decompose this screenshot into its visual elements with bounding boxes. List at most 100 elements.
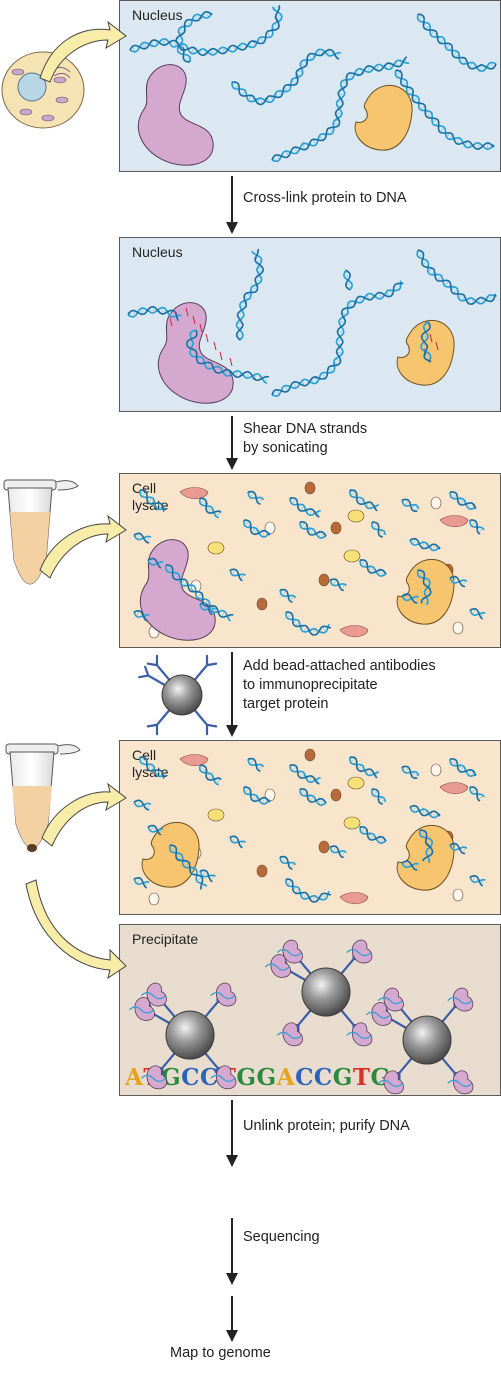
dna-base-pair bbox=[405, 860, 408, 868]
dna-strand bbox=[418, 829, 434, 864]
dna-base-pair bbox=[171, 311, 175, 317]
nucleus-label-2: Nucleus bbox=[132, 244, 183, 260]
dna-backbone bbox=[243, 786, 271, 805]
dna-backbone bbox=[420, 321, 432, 363]
dna-strand bbox=[401, 860, 420, 871]
dna-base-pair bbox=[199, 766, 206, 771]
dna-fragment bbox=[365, 1011, 391, 1019]
dna-base-pair bbox=[357, 497, 362, 503]
dna-strand bbox=[243, 786, 271, 805]
dna-backbone bbox=[371, 788, 383, 805]
dna-backbone bbox=[147, 557, 162, 569]
target-protein bbox=[137, 64, 214, 166]
dna-backbone bbox=[133, 799, 150, 811]
dna-base-pair bbox=[249, 759, 255, 765]
captured-protein bbox=[352, 939, 373, 964]
captured-protein bbox=[146, 1065, 167, 1090]
sequence-base: T bbox=[352, 1064, 371, 1091]
organelle bbox=[41, 114, 55, 122]
tube-liquid bbox=[10, 512, 50, 584]
dna-base-pair bbox=[395, 61, 399, 67]
dna-strand bbox=[129, 4, 283, 57]
dna-base-pair bbox=[424, 24, 431, 30]
dna-backbone bbox=[229, 836, 247, 844]
dna-strand bbox=[229, 835, 247, 849]
dna-base-pair bbox=[312, 139, 317, 145]
dna-base-pair bbox=[388, 63, 392, 69]
captured-protein bbox=[216, 982, 237, 1007]
dna-base-pair bbox=[215, 777, 219, 784]
dna-backbone bbox=[133, 801, 152, 808]
dna-backbone bbox=[169, 844, 204, 890]
dna-base-pair bbox=[412, 96, 419, 102]
dna-base-pair bbox=[380, 799, 386, 804]
dna-backbone bbox=[449, 577, 468, 584]
dna-base-pair bbox=[450, 492, 456, 498]
other-protein bbox=[339, 625, 369, 638]
dna-base-pair bbox=[144, 42, 147, 49]
dna-backbone bbox=[279, 856, 297, 866]
dna-base-pair bbox=[170, 846, 176, 852]
dna-base-pair bbox=[341, 81, 348, 85]
dna-base-pair bbox=[341, 584, 346, 591]
dna-base-pair bbox=[309, 508, 312, 516]
dna-base-pair bbox=[445, 43, 451, 49]
antibody-arm bbox=[200, 716, 218, 736]
dna-base-pair bbox=[248, 95, 252, 101]
dna-fragment bbox=[377, 997, 403, 1005]
dna-base-pair bbox=[487, 295, 492, 302]
dna-base-pair bbox=[433, 811, 435, 818]
dna-base-pair bbox=[180, 43, 184, 50]
antibody-stem bbox=[160, 1017, 170, 1024]
dna-backbone bbox=[344, 269, 352, 291]
dna-base-pair bbox=[137, 800, 141, 807]
dna-base-pair bbox=[210, 875, 215, 881]
cell-nucleus bbox=[17, 72, 47, 102]
dna-strand bbox=[359, 559, 387, 578]
dna-base-pair bbox=[196, 877, 203, 882]
antibody-stem bbox=[397, 1022, 407, 1029]
dna-base-pair bbox=[360, 560, 366, 566]
dna-backbone bbox=[133, 609, 148, 622]
dna-backbone bbox=[349, 755, 378, 779]
dna-backbone bbox=[417, 569, 432, 604]
dna-strand bbox=[409, 804, 441, 819]
dna-base-pair bbox=[283, 86, 289, 92]
dna-base-pair bbox=[284, 385, 288, 392]
dna-backbone bbox=[289, 497, 320, 518]
dna-base-pair bbox=[404, 500, 409, 506]
dna-base-pair bbox=[221, 611, 225, 618]
cell-debris bbox=[430, 763, 442, 777]
dna-base-pair bbox=[456, 137, 461, 145]
dna-base-pair bbox=[358, 296, 363, 303]
dna-fragment bbox=[346, 1031, 372, 1039]
dna-base-pair bbox=[146, 536, 150, 543]
dna-base-pair bbox=[255, 279, 262, 282]
microcentrifuge-tube bbox=[3, 479, 79, 585]
dna-base-pair bbox=[381, 570, 384, 577]
dna-binding-protein bbox=[354, 84, 413, 151]
dna-backbone bbox=[127, 306, 180, 322]
dna-base-pair bbox=[281, 857, 287, 863]
dna-strand bbox=[289, 764, 321, 785]
captured-protein bbox=[453, 1070, 474, 1095]
dna-strand bbox=[279, 588, 297, 603]
dna-backbone bbox=[359, 559, 387, 575]
dna-backbone bbox=[417, 13, 497, 70]
captured-protein bbox=[352, 1022, 373, 1047]
dna-backbone bbox=[416, 249, 497, 305]
dna-base-pair bbox=[332, 579, 337, 586]
dna-backbone bbox=[395, 69, 495, 150]
dna-base-pair bbox=[273, 6, 280, 9]
dna-backbone bbox=[401, 499, 420, 510]
dna-base-pair bbox=[156, 769, 161, 776]
dna-base-pair bbox=[197, 357, 203, 363]
dna-backbone bbox=[416, 13, 497, 73]
dna-base-pair bbox=[310, 528, 314, 536]
dna-base-pair bbox=[136, 877, 140, 884]
dna-backbone bbox=[449, 842, 466, 855]
dna-strand bbox=[133, 532, 152, 544]
dna-base-pair bbox=[312, 628, 315, 635]
dna-base-pair bbox=[191, 47, 195, 54]
dna-strand bbox=[285, 611, 332, 636]
